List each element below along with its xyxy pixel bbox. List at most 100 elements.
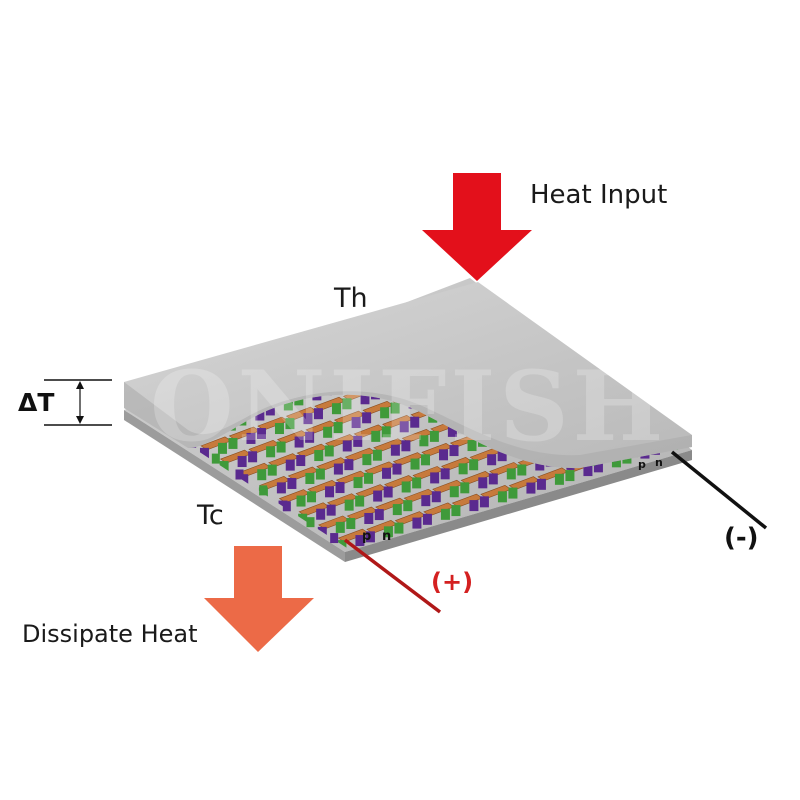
n-type-leg	[371, 430, 381, 442]
n-type-leg	[353, 477, 363, 489]
n-type-leg	[373, 490, 383, 502]
n-type-leg	[410, 458, 420, 470]
n-type-leg	[419, 435, 429, 447]
p-type-leg	[326, 504, 336, 516]
n-type-leg	[439, 449, 449, 461]
positive-terminal-label: (+)	[431, 568, 473, 596]
cold-side-label: Tc	[196, 500, 224, 531]
n-type-leg	[487, 454, 497, 466]
p-type-leg	[315, 468, 325, 480]
n-type-leg	[314, 450, 324, 462]
p-type-leg	[460, 482, 470, 494]
edge-leg	[235, 469, 244, 480]
n-type-leg	[351, 417, 361, 429]
n-type-leg	[449, 486, 459, 498]
n-type-leg	[257, 469, 267, 481]
p-type-leg	[401, 440, 411, 452]
n-type-leg	[497, 491, 507, 503]
p-type-leg	[451, 505, 461, 517]
p-type-leg	[412, 477, 422, 489]
p-type-leg	[565, 470, 575, 482]
n-type-leg	[360, 393, 370, 405]
edge-leg	[330, 533, 339, 544]
heat-input-label: Heat Input	[530, 180, 667, 210]
n-type-leg	[526, 482, 536, 494]
n-type-leg	[333, 463, 343, 475]
n-type-leg	[296, 495, 306, 507]
p-type-leg	[287, 477, 297, 489]
n-type-leg	[266, 446, 276, 458]
p-type-leg	[593, 461, 603, 473]
p-type-leg	[431, 491, 441, 503]
n-type-leg	[467, 440, 477, 452]
n-type-leg	[335, 521, 345, 533]
n-label-right: n	[655, 456, 663, 469]
p-label-front: p	[362, 529, 371, 544]
p-type-leg	[333, 422, 343, 434]
p-type-leg	[390, 402, 400, 414]
p-type-leg	[479, 496, 489, 508]
p-type-leg	[296, 455, 306, 467]
p-type-leg	[344, 459, 354, 471]
p-type-leg	[285, 418, 295, 430]
p-type-leg	[429, 430, 439, 442]
p-type-leg	[346, 517, 356, 529]
n-type-leg	[440, 508, 450, 520]
n-type-leg	[331, 403, 341, 415]
n-type-leg	[285, 459, 295, 471]
n-type-leg	[401, 481, 411, 493]
p-type-leg	[313, 408, 323, 420]
p-type-leg	[239, 474, 249, 486]
p-type-leg	[392, 463, 402, 475]
n-type-leg	[344, 499, 354, 511]
negative-terminal-label: (-)	[724, 523, 759, 553]
p-type-leg	[536, 478, 546, 490]
p-type-leg	[228, 437, 238, 449]
n-type-leg	[447, 425, 457, 437]
p-type-leg	[199, 447, 209, 459]
delta-t-label: ΔT	[18, 388, 54, 417]
p-type-leg	[265, 404, 275, 416]
n-type-leg	[506, 468, 516, 480]
n-type-leg	[412, 517, 422, 529]
n-type-leg	[316, 508, 326, 520]
p-type-leg	[307, 491, 317, 503]
p-type-leg	[364, 472, 374, 484]
edge-leg	[282, 501, 291, 512]
p-type-leg	[508, 487, 518, 499]
n-type-leg	[535, 459, 545, 471]
p-type-leg	[256, 428, 266, 440]
hot-side-plate	[124, 282, 692, 469]
n-type-leg	[276, 482, 286, 494]
p-type-leg	[372, 449, 382, 461]
n-type-leg	[421, 495, 431, 507]
p-type-leg	[422, 513, 432, 525]
n-type-leg	[380, 407, 390, 419]
delta-t-dimension	[44, 379, 112, 426]
n-type-leg	[478, 477, 488, 489]
dissipate-heat-label: Dissipate Heat	[22, 620, 198, 648]
n-type-leg	[469, 500, 479, 512]
p-type-leg	[267, 464, 277, 476]
p-type-leg	[324, 445, 334, 457]
n-type-leg	[390, 444, 400, 456]
p-type-leg	[381, 426, 391, 438]
n-type-leg	[325, 486, 335, 498]
n-type-leg	[458, 463, 468, 475]
n-type-leg	[323, 426, 333, 438]
n-type-leg	[303, 413, 313, 425]
heat-input-arrow	[422, 173, 532, 281]
p-type-leg	[517, 464, 527, 476]
p-type-leg	[374, 509, 384, 521]
edge-leg	[306, 517, 315, 528]
n-type-leg	[246, 432, 256, 444]
p-type-leg	[335, 482, 345, 494]
hot-side-label: Th	[333, 283, 368, 314]
p-type-leg	[469, 459, 479, 471]
n-label-front: n	[382, 529, 391, 544]
p-type-leg	[248, 451, 258, 463]
n-type-leg	[274, 423, 284, 435]
p-type-leg	[421, 454, 431, 466]
